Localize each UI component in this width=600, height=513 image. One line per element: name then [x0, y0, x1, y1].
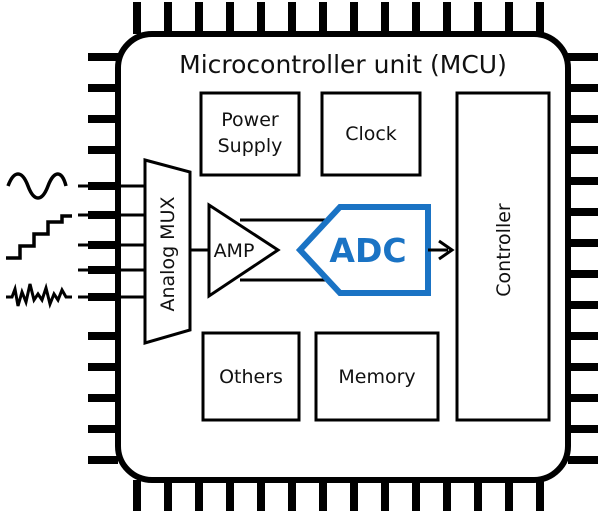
amp-block	[207, 202, 281, 299]
controller-block	[455, 91, 551, 422]
arrow-head-icon	[438, 239, 455, 261]
power-supply-label-line2: Supply	[218, 135, 283, 157]
controller-label: Controller	[493, 203, 515, 297]
analog-input-pins	[88, 182, 118, 301]
power-supply-block	[199, 91, 301, 177]
memory-block	[314, 331, 440, 422]
adc-block	[295, 204, 431, 296]
staircase-wave-icon	[6, 214, 72, 260]
adc-label: ADC	[329, 231, 406, 270]
chip-pins	[88, 2, 598, 511]
noisy-wave-icon	[6, 282, 72, 309]
analog-mux-block	[143, 158, 192, 345]
chip-title: Microcontroller unit (MCU)	[179, 50, 507, 79]
others-block	[201, 331, 301, 422]
sine-wave-icon	[6, 172, 68, 200]
power-supply-label-line1: Power	[221, 109, 279, 131]
others-label: Others	[219, 366, 283, 388]
amp-label: AMP	[214, 240, 255, 262]
amp-to-adc-wires	[240, 218, 340, 282]
clock-label: Clock	[345, 123, 397, 145]
memory-label: Memory	[338, 366, 415, 388]
analog-mux-label: Analog MUX	[157, 196, 179, 311]
clock-block	[320, 91, 422, 177]
